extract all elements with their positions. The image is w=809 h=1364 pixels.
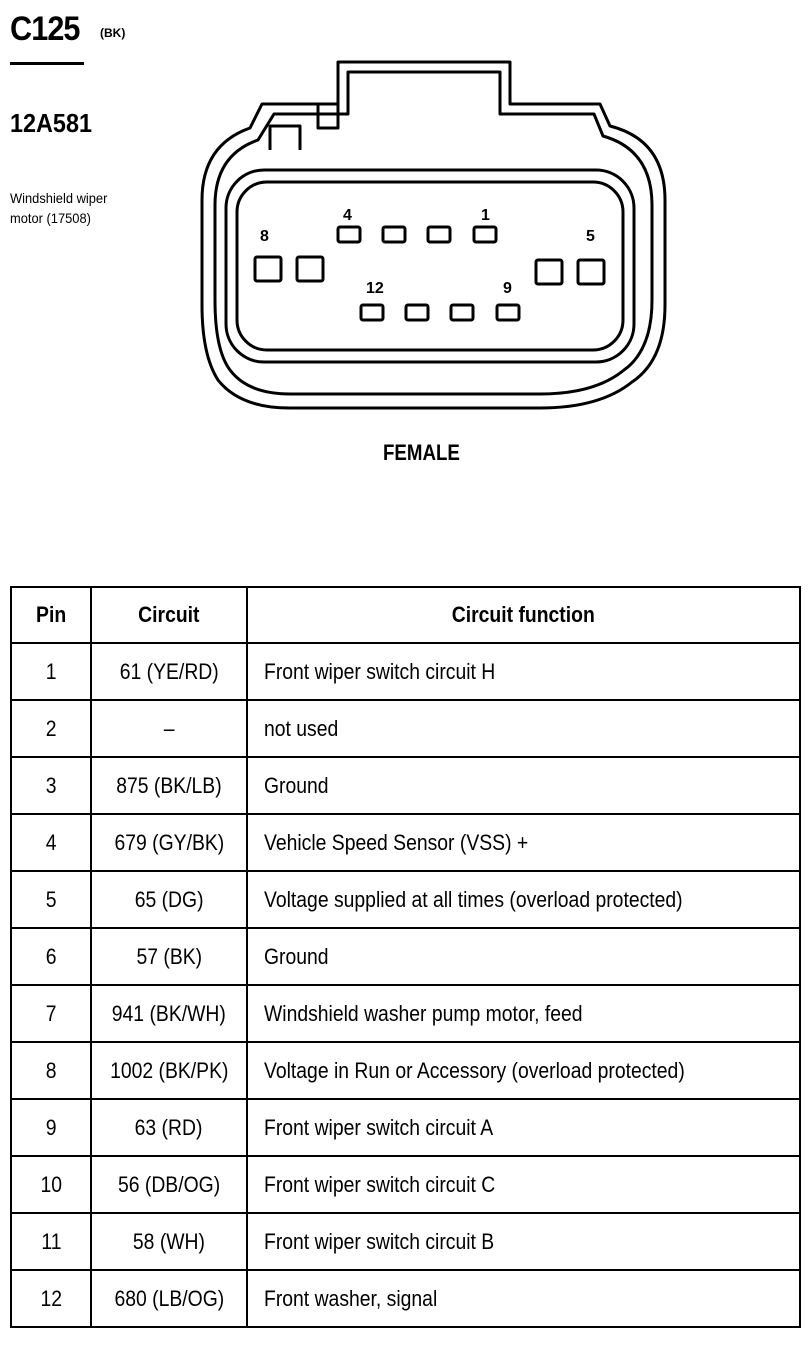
cell-function: Front wiper switch circuit A (246, 1098, 801, 1157)
connector-outer-shell (200, 60, 667, 410)
pin-cavity-outer (224, 168, 636, 364)
cell-circuit: 941 (BK/WH) (90, 984, 248, 1043)
latch-notch (268, 124, 302, 150)
cell-circuit: 65 (DG) (90, 870, 248, 929)
table-row: 6 57 (BK) Ground (10, 927, 801, 986)
table-row: 12 680 (LB/OG) Front washer, signal (10, 1269, 801, 1328)
pin-label-12: 12 (366, 280, 384, 297)
cell-pin: 7 (10, 984, 92, 1043)
cell-pin: 10 (10, 1155, 92, 1214)
header-circuit-function: Circuit function (246, 586, 801, 644)
cell-pin: 1 (10, 642, 92, 701)
terminal-8 (253, 255, 283, 283)
title-underline (10, 62, 84, 65)
cell-function: Front wiper switch circuit C (246, 1155, 801, 1214)
cell-circuit: 679 (GY/BK) (90, 813, 248, 872)
part-number: 12A581 (10, 108, 92, 138)
cell-pin: 6 (10, 927, 92, 986)
terminal-2 (426, 225, 452, 244)
terminal-5 (576, 258, 606, 286)
table-row: 3 875 (BK/LB) Ground (10, 756, 801, 815)
pin-label-4: 4 (343, 207, 352, 224)
cell-function: Windshield washer pump motor, feed (246, 984, 801, 1043)
cell-circuit: 875 (BK/LB) (90, 756, 248, 815)
cell-function: Front wiper switch circuit H (246, 642, 801, 701)
table-row: 1 61 (YE/RD) Front wiper switch circuit … (10, 642, 801, 701)
table-row: 4 679 (GY/BK) Vehicle Speed Sensor (VSS)… (10, 813, 801, 872)
cell-circuit: 680 (LB/OG) (90, 1269, 248, 1328)
table-row: 5 65 (DG) Voltage supplied at all times … (10, 870, 801, 929)
cell-circuit: 61 (YE/RD) (90, 642, 248, 701)
connector-shell-inner-line (213, 70, 654, 396)
cell-circuit: – (90, 699, 248, 758)
terminal-10 (449, 303, 475, 322)
connector-color: (BK) (100, 26, 126, 40)
latch-tab (316, 102, 340, 130)
pin-label-5: 5 (586, 228, 595, 245)
terminal-3 (381, 225, 407, 244)
pin-label-1: 1 (481, 207, 490, 224)
cell-pin: 5 (10, 870, 92, 929)
table-row: 7 941 (BK/WH) Windshield washer pump mot… (10, 984, 801, 1043)
cell-function: Ground (246, 756, 801, 815)
cell-circuit: 57 (BK) (90, 927, 248, 986)
cell-pin: 9 (10, 1098, 92, 1157)
terminal-11 (404, 303, 430, 322)
cell-circuit: 1002 (BK/PK) (90, 1041, 248, 1100)
terminal-1 (472, 225, 498, 244)
cell-circuit: 63 (RD) (90, 1098, 248, 1157)
connector-face-diagram: 4 1 8 5 12 9 (200, 60, 667, 410)
pin-cavity-inner (235, 180, 625, 352)
terminal-12 (359, 303, 385, 322)
table-row: 2 – not used (10, 699, 801, 758)
cell-pin: 4 (10, 813, 92, 872)
cell-function: Voltage supplied at all times (overload … (246, 870, 801, 929)
description-line-1: Windshield wiper (10, 190, 108, 206)
table-row: 9 63 (RD) Front wiper switch circuit A (10, 1098, 801, 1157)
cell-function: Vehicle Speed Sensor (VSS) + (246, 813, 801, 872)
table-row: 10 56 (DB/OG) Front wiper switch circuit… (10, 1155, 801, 1214)
pin-label-8: 8 (260, 228, 269, 245)
table-row: 8 1002 (BK/PK) Voltage in Run or Accesso… (10, 1041, 801, 1100)
connector-id: C125 (10, 10, 80, 48)
cell-circuit: 56 (DB/OG) (90, 1155, 248, 1214)
cell-function: Front washer, signal (246, 1269, 801, 1328)
header-pin: Pin (10, 586, 92, 644)
component-description: Windshield wiper motor (17508) (10, 188, 148, 228)
cell-pin: 12 (10, 1269, 92, 1328)
pin-label-9: 9 (503, 280, 512, 297)
terminal-7 (295, 255, 325, 283)
table-header-row: Pin Circuit Circuit function (10, 586, 801, 644)
cell-function: Voltage in Run or Accessory (overload pr… (246, 1041, 801, 1100)
cell-function: Front wiper switch circuit B (246, 1212, 801, 1271)
cell-pin: 2 (10, 699, 92, 758)
description-line-2: motor (17508) (10, 210, 91, 226)
cell-function: not used (246, 699, 801, 758)
connector-gender-label: FEMALE (383, 440, 460, 465)
header-circuit: Circuit (90, 586, 248, 644)
pin-assignment-table: Pin Circuit Circuit function 1 61 (YE/RD… (10, 586, 801, 1328)
table-row: 11 58 (WH) Front wiper switch circuit B (10, 1212, 801, 1271)
cell-pin: 8 (10, 1041, 92, 1100)
cell-pin: 11 (10, 1212, 92, 1271)
terminal-9 (495, 303, 521, 322)
cell-circuit: 58 (WH) (90, 1212, 248, 1271)
cell-pin: 3 (10, 756, 92, 815)
terminal-6 (534, 258, 564, 286)
cell-function: Ground (246, 927, 801, 986)
terminal-4 (336, 225, 362, 244)
